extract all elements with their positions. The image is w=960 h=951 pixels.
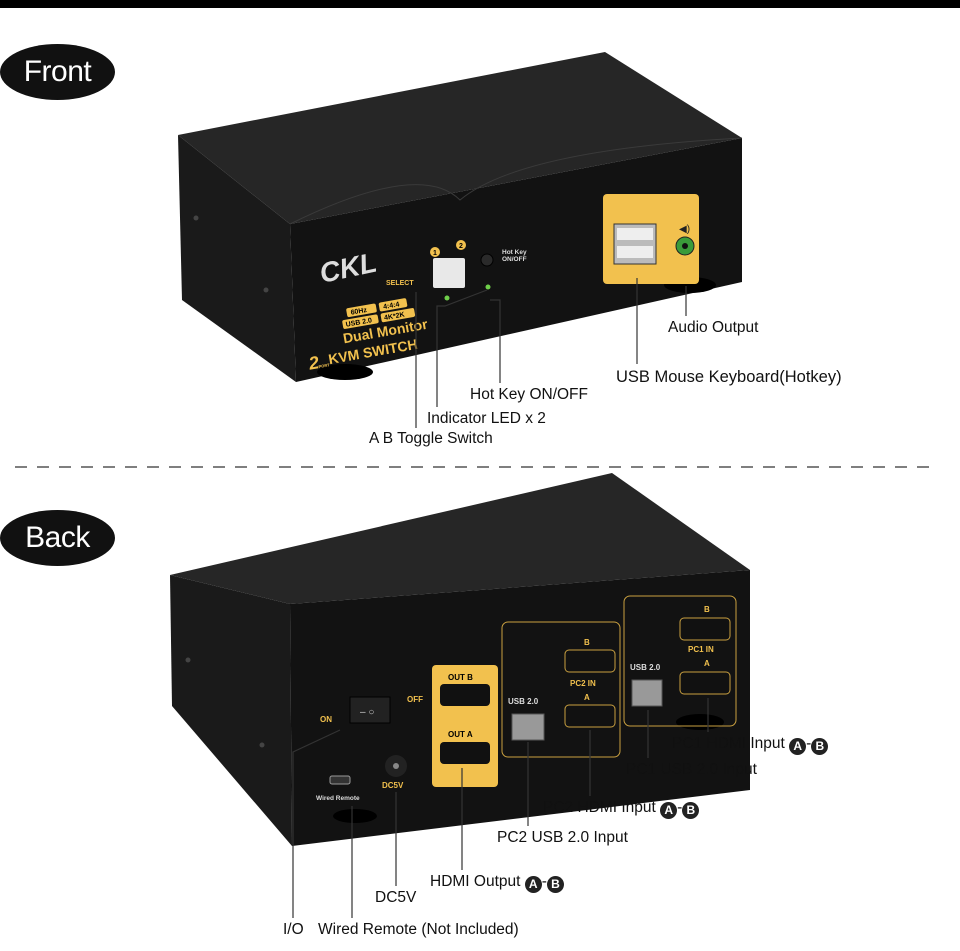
pc2-hdmi-a: [564, 704, 616, 728]
badge-444: 4:4:4: [383, 301, 400, 311]
label-pc2-hdmi: PC2 HDMI Input A-B: [543, 799, 700, 819]
pc2-hdmi-b: [564, 649, 616, 673]
pc1-hdmi-b: [679, 617, 731, 641]
usb-port-2: [617, 246, 653, 258]
back-device-face: [290, 570, 750, 846]
back-device: ON OFF – ○ DC5V Wired Remote OUT B OUT A…: [170, 473, 750, 846]
back-leader-lines: [292, 698, 709, 918]
front-device-top: [178, 52, 742, 224]
label-wired-remote: Wired Remote (Not Included): [318, 921, 519, 938]
select-text: SELECT: [386, 280, 414, 287]
label-io: I/O: [283, 921, 304, 938]
led-2: [485, 284, 491, 290]
led-1: [444, 295, 450, 301]
circled-a: A: [789, 738, 807, 755]
pc2-usb-text: USB 2.0: [508, 697, 539, 706]
back-section-label: Back: [0, 510, 115, 566]
out-a-text: OUT A: [448, 730, 473, 739]
on-text: ON: [320, 715, 332, 724]
label-pc1-hdmi: PC1 HDMI Input A-B: [672, 735, 829, 755]
speaker-icon: ◀): [679, 224, 690, 235]
pc1-panel: [623, 595, 737, 727]
front-leader-lines: [415, 278, 687, 428]
power-switch[interactable]: [349, 696, 391, 724]
front-device-side: [178, 135, 296, 382]
front-device: CKL SELECT 1 2 Hot Key ON/OFF 60Hz 4:4:4…: [178, 52, 743, 382]
top-bar: [0, 0, 960, 8]
label-text: HDMI Output: [430, 873, 521, 890]
pc1-a-text: A: [704, 659, 710, 668]
port-1-marker: 1: [433, 250, 437, 257]
dc5v-text: DC5V: [382, 781, 404, 790]
circled-a: A: [524, 876, 542, 893]
label-toggle-switch: A B Toggle Switch: [369, 430, 493, 447]
wired-remote-port: [329, 775, 351, 785]
dash: -: [806, 735, 812, 752]
pc2-in-text: PC2 IN: [570, 679, 596, 688]
pc2-a-text: A: [584, 693, 590, 702]
pc2-panel: [501, 621, 621, 758]
pc2-usb-port: [511, 713, 545, 741]
pc1-b-text: B: [704, 605, 710, 614]
front-section-label: Front: [0, 44, 115, 100]
circled-b: B: [546, 876, 564, 893]
circled-b: B: [811, 738, 829, 755]
ab-toggle-button[interactable]: [433, 258, 465, 288]
ports-word: PORT: [318, 362, 330, 369]
badge-4k: 4K*2K: [384, 311, 406, 321]
wired-remote-text: Wired Remote: [316, 795, 360, 802]
circled-a: A: [660, 802, 678, 819]
label-text: PC1 HDMI Input: [672, 735, 785, 752]
back-device-side: [170, 575, 292, 846]
label-dc5v: DC5V: [375, 889, 417, 906]
pc1-usb-port: [631, 679, 663, 707]
pc1-in-text: PC1 IN: [688, 645, 714, 654]
badge-usb: USB 2.0: [345, 317, 372, 329]
label-pc1-usb: PC1 USB 2.0 Input: [626, 761, 757, 778]
svg-text:– ○: – ○: [360, 707, 374, 718]
dash: -: [541, 873, 547, 890]
badge-60hz: 60Hz: [350, 307, 368, 317]
hdmi-output-panel: [432, 665, 498, 787]
out-b-text: OUT B: [448, 673, 473, 682]
label-indicator-led: Indicator LED x 2: [427, 410, 546, 427]
hotkey-button[interactable]: [480, 253, 494, 267]
hdmi-out-a: [440, 742, 490, 764]
pc1-hdmi-a: [679, 671, 731, 695]
label-usb-mouse-keyboard: USB Mouse Keyboard(Hotkey): [616, 368, 842, 386]
back-device-top: [170, 473, 750, 604]
hotkey-text: Hot Key: [502, 249, 527, 256]
dash: -: [677, 799, 683, 816]
pc2-b-text: B: [584, 638, 590, 647]
port-2-marker: 2: [459, 243, 463, 250]
hdmi-out-b: [440, 684, 490, 706]
front-badges: 60Hz 4:4:4 USB 2.0 4K*2K Dual Monitor KV…: [306, 298, 429, 374]
label-pc2-usb: PC2 USB 2.0 Input: [497, 829, 628, 846]
circled-b: B: [682, 802, 700, 819]
label-audio-output: Audio Output: [668, 319, 759, 336]
label-hotkey: Hot Key ON/OFF: [470, 386, 588, 403]
off-text: OFF: [407, 695, 423, 704]
pc1-usb-text: USB 2.0: [630, 663, 661, 672]
ports-number: 2: [306, 352, 320, 374]
usb-port-1: [617, 228, 653, 240]
label-hdmi-output: HDMI Output A-B: [430, 873, 564, 893]
hotkey-state-text: ON/OFF: [502, 256, 527, 263]
label-text: PC2 HDMI Input: [543, 799, 656, 816]
